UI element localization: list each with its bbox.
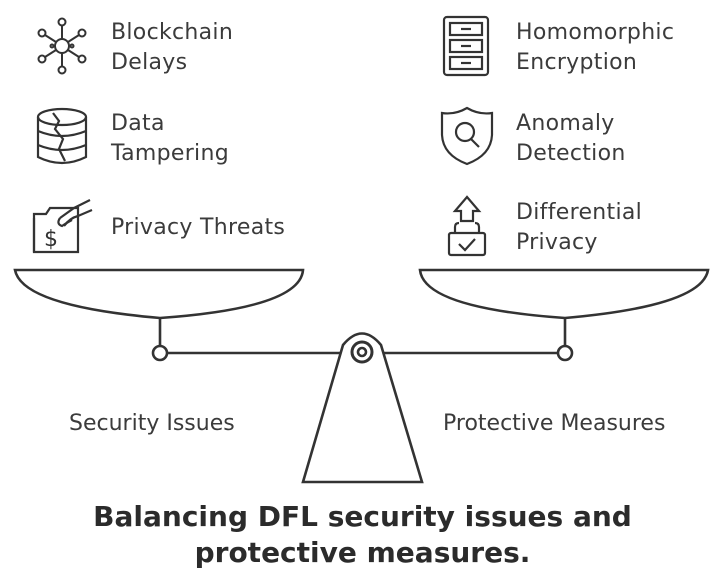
label-line: Homomorphic — [516, 20, 675, 45]
label-line: Data — [111, 111, 165, 136]
label-line: Detection — [516, 141, 626, 166]
label-line: Delays — [111, 50, 188, 75]
differential-privacy-label: Differential Privacy — [516, 198, 642, 258]
label-line: Encryption — [516, 50, 638, 75]
title-line: protective measures. — [194, 536, 531, 569]
anomaly-detection-label: Anomaly Detection — [516, 109, 626, 169]
label-line: Differential — [516, 200, 643, 225]
label-line: Anomaly — [516, 111, 615, 136]
shield-search-icon — [439, 105, 495, 167]
protective-measures-label: Protective Measures — [443, 411, 666, 436]
stolen-money-folder-icon: $ — [30, 196, 96, 258]
balance-scale — [13, 268, 710, 484]
data-tampering-label: Data Tampering — [111, 109, 229, 169]
svg-text:$: $ — [44, 227, 58, 252]
cabinet-icon — [441, 14, 491, 78]
upload-lock-icon — [445, 195, 489, 259]
label-line: Privacy — [516, 230, 598, 255]
homomorphic-encryption-label: Homomorphic Encryption — [516, 18, 674, 78]
label-line: Privacy Threats — [111, 215, 286, 240]
label-line: Blockchain — [111, 20, 234, 45]
left-pan — [13, 268, 305, 320]
broken-database-icon — [35, 107, 89, 167]
label-line: Tampering — [111, 141, 229, 166]
security-issues-label: Security Issues — [69, 411, 235, 436]
diagram-title: Balancing DFL security issues and protec… — [0, 499, 725, 571]
privacy-threats-label: Privacy Threats — [111, 213, 285, 243]
title-line: Balancing DFL security issues and — [93, 500, 632, 533]
right-pan — [418, 268, 710, 320]
blockchain-delays-label: Blockchain Delays — [111, 18, 233, 78]
network-hub-icon — [36, 16, 88, 76]
fulcrum — [301, 332, 424, 484]
